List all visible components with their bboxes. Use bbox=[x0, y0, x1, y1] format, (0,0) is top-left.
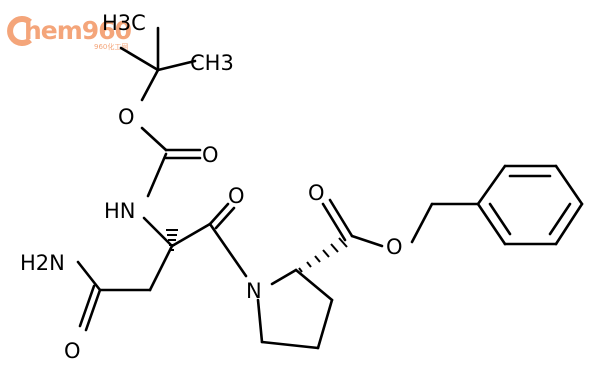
bond-ph-inner-2 bbox=[548, 202, 572, 236]
bond-ph-4 bbox=[554, 202, 584, 246]
hashed-wedge-alpha bbox=[166, 229, 178, 251]
label-ch3: CH3 bbox=[190, 51, 234, 75]
logo-c-icon bbox=[7, 16, 32, 46]
bond-cco-o1 bbox=[208, 202, 230, 226]
bond-tbu-left bbox=[119, 46, 160, 72]
label-o-amide: O bbox=[228, 184, 245, 208]
bond-cest-olink bbox=[350, 234, 384, 248]
label-o-boc-carbonyl: O bbox=[202, 143, 219, 167]
watermark-sub: 960化工网 bbox=[94, 43, 129, 51]
watermark-logo: hem960 960化工网 bbox=[6, 14, 156, 54]
label-o-ester-link: O bbox=[386, 235, 403, 259]
bond-cboc-nh bbox=[146, 152, 168, 198]
bond-tbu-o bbox=[140, 68, 160, 102]
label-h3c: H3C bbox=[102, 11, 146, 35]
bond-cco-n bbox=[208, 222, 248, 278]
bond-cco-o2 bbox=[214, 206, 236, 230]
bond-lines bbox=[76, 26, 584, 350]
label-n-ring: N bbox=[246, 279, 262, 303]
label-h2n: H2N bbox=[20, 251, 65, 275]
bond-n-c5 bbox=[256, 298, 264, 344]
label-o-ester-carbonyl: O bbox=[308, 181, 325, 205]
bond-cest-o1 bbox=[328, 198, 354, 238]
bond-ph-6 bbox=[476, 202, 507, 246]
bond-nh-calpha bbox=[142, 216, 174, 248]
bond-olink-ch2 bbox=[410, 202, 434, 244]
bond-calpha-cco bbox=[170, 222, 212, 248]
bond-ph-1 bbox=[476, 164, 507, 206]
bond-camide-o1 bbox=[84, 288, 102, 332]
bond-c2-n bbox=[270, 268, 298, 286]
bond-o-cboc bbox=[140, 126, 168, 152]
bond-ph-inner-3 bbox=[488, 202, 512, 236]
label-o-boc-ester: O bbox=[118, 105, 135, 129]
bond-c4-c3 bbox=[316, 298, 334, 350]
hashed-wedge-proline bbox=[298, 237, 348, 273]
bond-calpha-ch2 bbox=[148, 244, 174, 292]
label-hn: HN bbox=[104, 199, 136, 223]
label-o-bottom: O bbox=[64, 339, 81, 363]
bond-tbu-right bbox=[156, 59, 197, 72]
bond-camide-nh2 bbox=[76, 260, 102, 292]
watermark-brand: hem960 bbox=[24, 16, 132, 45]
bond-ph-3 bbox=[554, 164, 584, 206]
bond-c3-c2 bbox=[294, 268, 334, 302]
bond-c5-c4 bbox=[260, 340, 320, 350]
bond-cest-o2 bbox=[321, 202, 347, 242]
bond-camide-o2 bbox=[78, 284, 96, 328]
